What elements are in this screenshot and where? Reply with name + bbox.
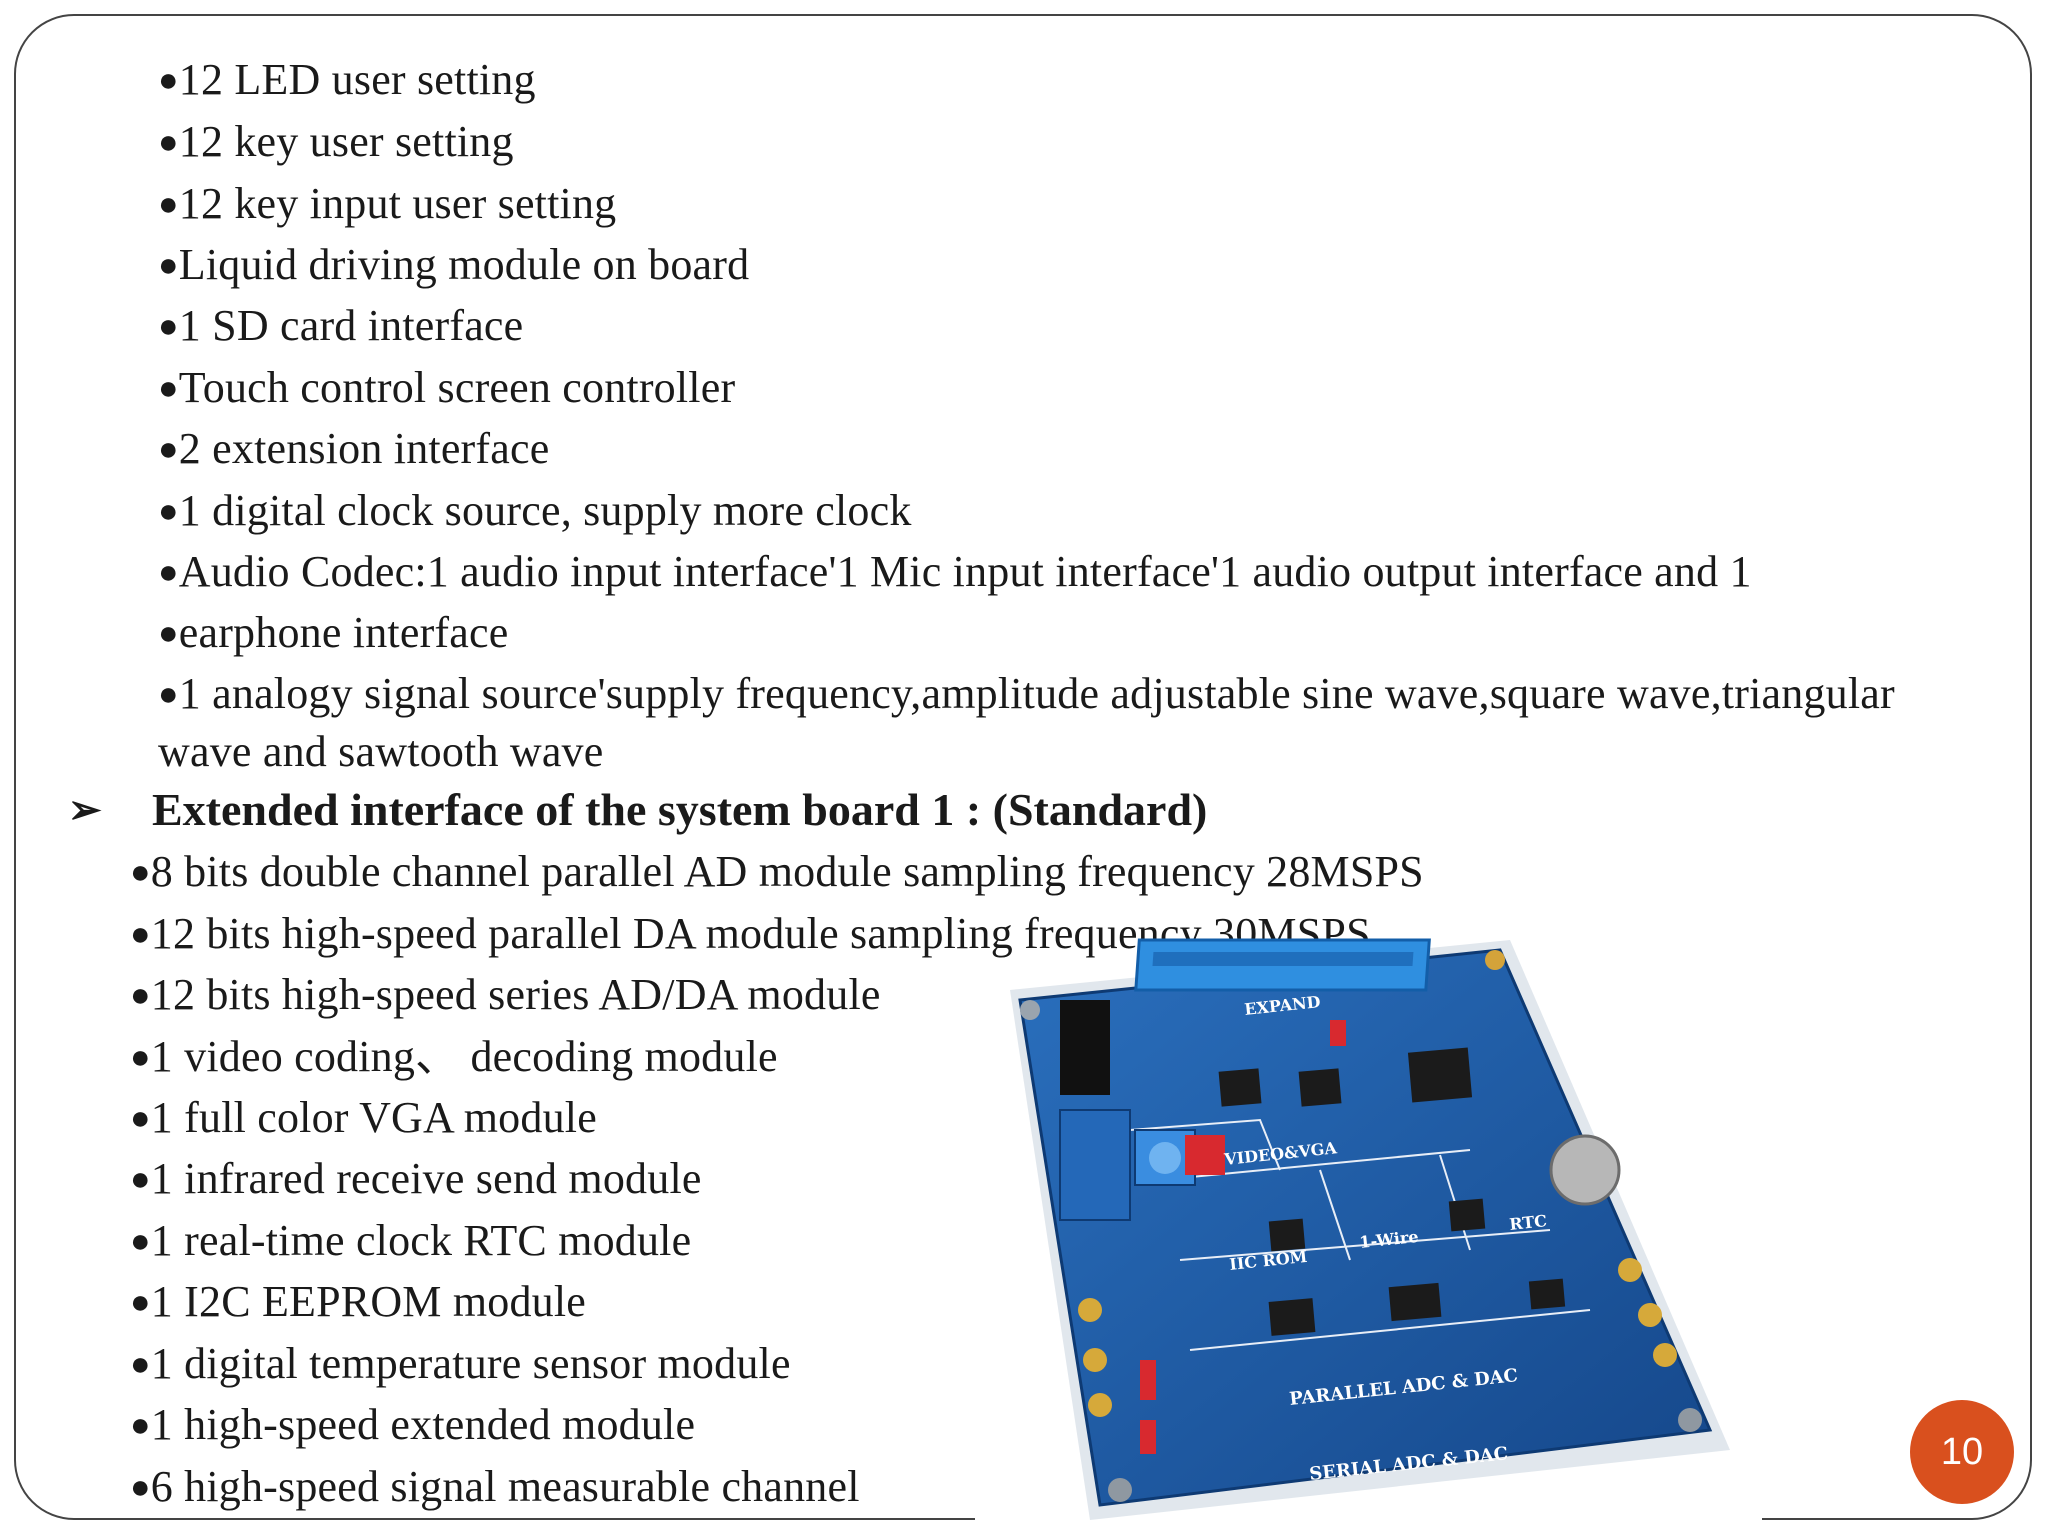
list-item: ●12 bits high-speed series AD/DA module [130, 970, 881, 1019]
jumper [1185, 1135, 1225, 1175]
connector-pins [1152, 952, 1414, 966]
list-item: ●1 high-speed extended module [130, 1400, 696, 1449]
standoff [1485, 950, 1505, 970]
list-item: ●12 LED user setting [158, 55, 536, 104]
bullet-icon: ● [130, 1407, 151, 1444]
list-item: ●2 extension interface [158, 424, 550, 473]
page-number-badge: 10 [1910, 1400, 2014, 1504]
development-board-image: EXPAND VIDEO&VGA 1-Wire RTC IIC ROM PARA… [1010, 938, 1730, 1520]
list-item: ●1 analogy signal source'supply frequenc… [158, 669, 1895, 718]
audio-jacks [1060, 1000, 1110, 1095]
bullet-icon: ● [130, 916, 151, 953]
chip [1268, 1218, 1306, 1252]
bullet-icon: ● [130, 977, 151, 1014]
sma-connector [1088, 1393, 1112, 1417]
bullet-icon: ● [158, 370, 179, 407]
chip [1388, 1282, 1442, 1322]
pcb-board [1018, 948, 1713, 1507]
section-line [1189, 1309, 1591, 1351]
bullet-icon: ● [158, 554, 179, 591]
chip [1528, 1278, 1566, 1310]
sma-connector [1618, 1258, 1642, 1282]
bullet-icon: ● [158, 124, 179, 161]
chip [1407, 1047, 1473, 1103]
board-photo: EXPAND VIDEO&VGA 1-Wire RTC IIC ROM PARA… [990, 930, 1750, 1530]
bullet-icon: ● [158, 615, 179, 652]
vga-connector [1059, 1109, 1131, 1221]
chip [1298, 1068, 1342, 1107]
bullet-icon: ● [130, 1469, 151, 1506]
sma-connector [1078, 1298, 1102, 1322]
sma-connector [1083, 1348, 1107, 1372]
bullet-icon: ● [158, 247, 179, 284]
chip [1448, 1198, 1486, 1232]
list-item: ●8 bits double channel parallel AD modul… [130, 847, 1424, 896]
list-item: ●1 infrared receive send module [130, 1154, 702, 1203]
standoff [1108, 1478, 1132, 1502]
list-item: ●1 digital temperature sensor module [130, 1339, 791, 1388]
bullet-icon: ● [158, 493, 179, 530]
list-item: ●1 SD card interface [158, 301, 524, 350]
section-heading-text: Extended interface of the system board 1… [152, 784, 1208, 835]
bullet-icon: ● [130, 1039, 151, 1076]
knob [1149, 1142, 1181, 1174]
bullet-icon: ● [130, 1100, 151, 1137]
standoff [1020, 1000, 1040, 1020]
section-line [1179, 1229, 1551, 1261]
section-heading: ➢ Extended interface of the system board … [68, 784, 1207, 836]
bullet-icon: ● [158, 308, 179, 345]
list-item-continuation: wave and sawtooth wave [158, 727, 604, 776]
list-item: ●1 real-time clock RTC module [130, 1216, 692, 1265]
list-item: ●Liquid driving module on board [158, 240, 750, 289]
sma-connector [1653, 1343, 1677, 1367]
standoff [1678, 1408, 1702, 1432]
sma-connector [1638, 1303, 1662, 1327]
bullet-icon: ● [130, 854, 151, 891]
chip [1268, 1298, 1316, 1336]
bullet-icon: ● [130, 1346, 151, 1383]
jumper [1330, 1020, 1346, 1046]
list-item: ●earphone interface [158, 608, 509, 657]
bullet-icon: ● [130, 1223, 151, 1260]
bullet-icon: ● [158, 431, 179, 468]
list-item: ●6 high-speed signal measurable channel [130, 1462, 860, 1511]
bullet-icon: ● [158, 676, 179, 713]
list-item: ●12 key input user setting [158, 179, 617, 228]
chip [1218, 1068, 1262, 1107]
list-item: ●12 key user setting [158, 117, 514, 166]
arrow-bullet-icon: ➢ [68, 787, 102, 832]
label-rtc: RTC [1508, 1211, 1547, 1234]
list-item: ●1 I2C EEPROM module [130, 1277, 586, 1326]
section-line [1319, 1169, 1351, 1261]
jumper [1140, 1360, 1156, 1400]
list-item: ●1 digital clock source, supply more clo… [158, 486, 912, 535]
list-item: ●Audio Codec:1 audio input interface'1 M… [158, 547, 1752, 596]
section-line [1129, 1118, 1281, 1171]
bullet-icon: ● [158, 62, 179, 99]
bullet-icon: ● [158, 186, 179, 223]
list-item: ●Touch control screen controller [158, 363, 736, 412]
jumper [1140, 1420, 1156, 1454]
list-item: ●1 full color VGA module [130, 1093, 597, 1142]
bullet-icon: ● [130, 1161, 151, 1198]
list-item: ●1 video coding、 decoding module [130, 1032, 778, 1081]
bullet-icon: ● [130, 1284, 151, 1321]
rtc-battery [1549, 1134, 1621, 1206]
